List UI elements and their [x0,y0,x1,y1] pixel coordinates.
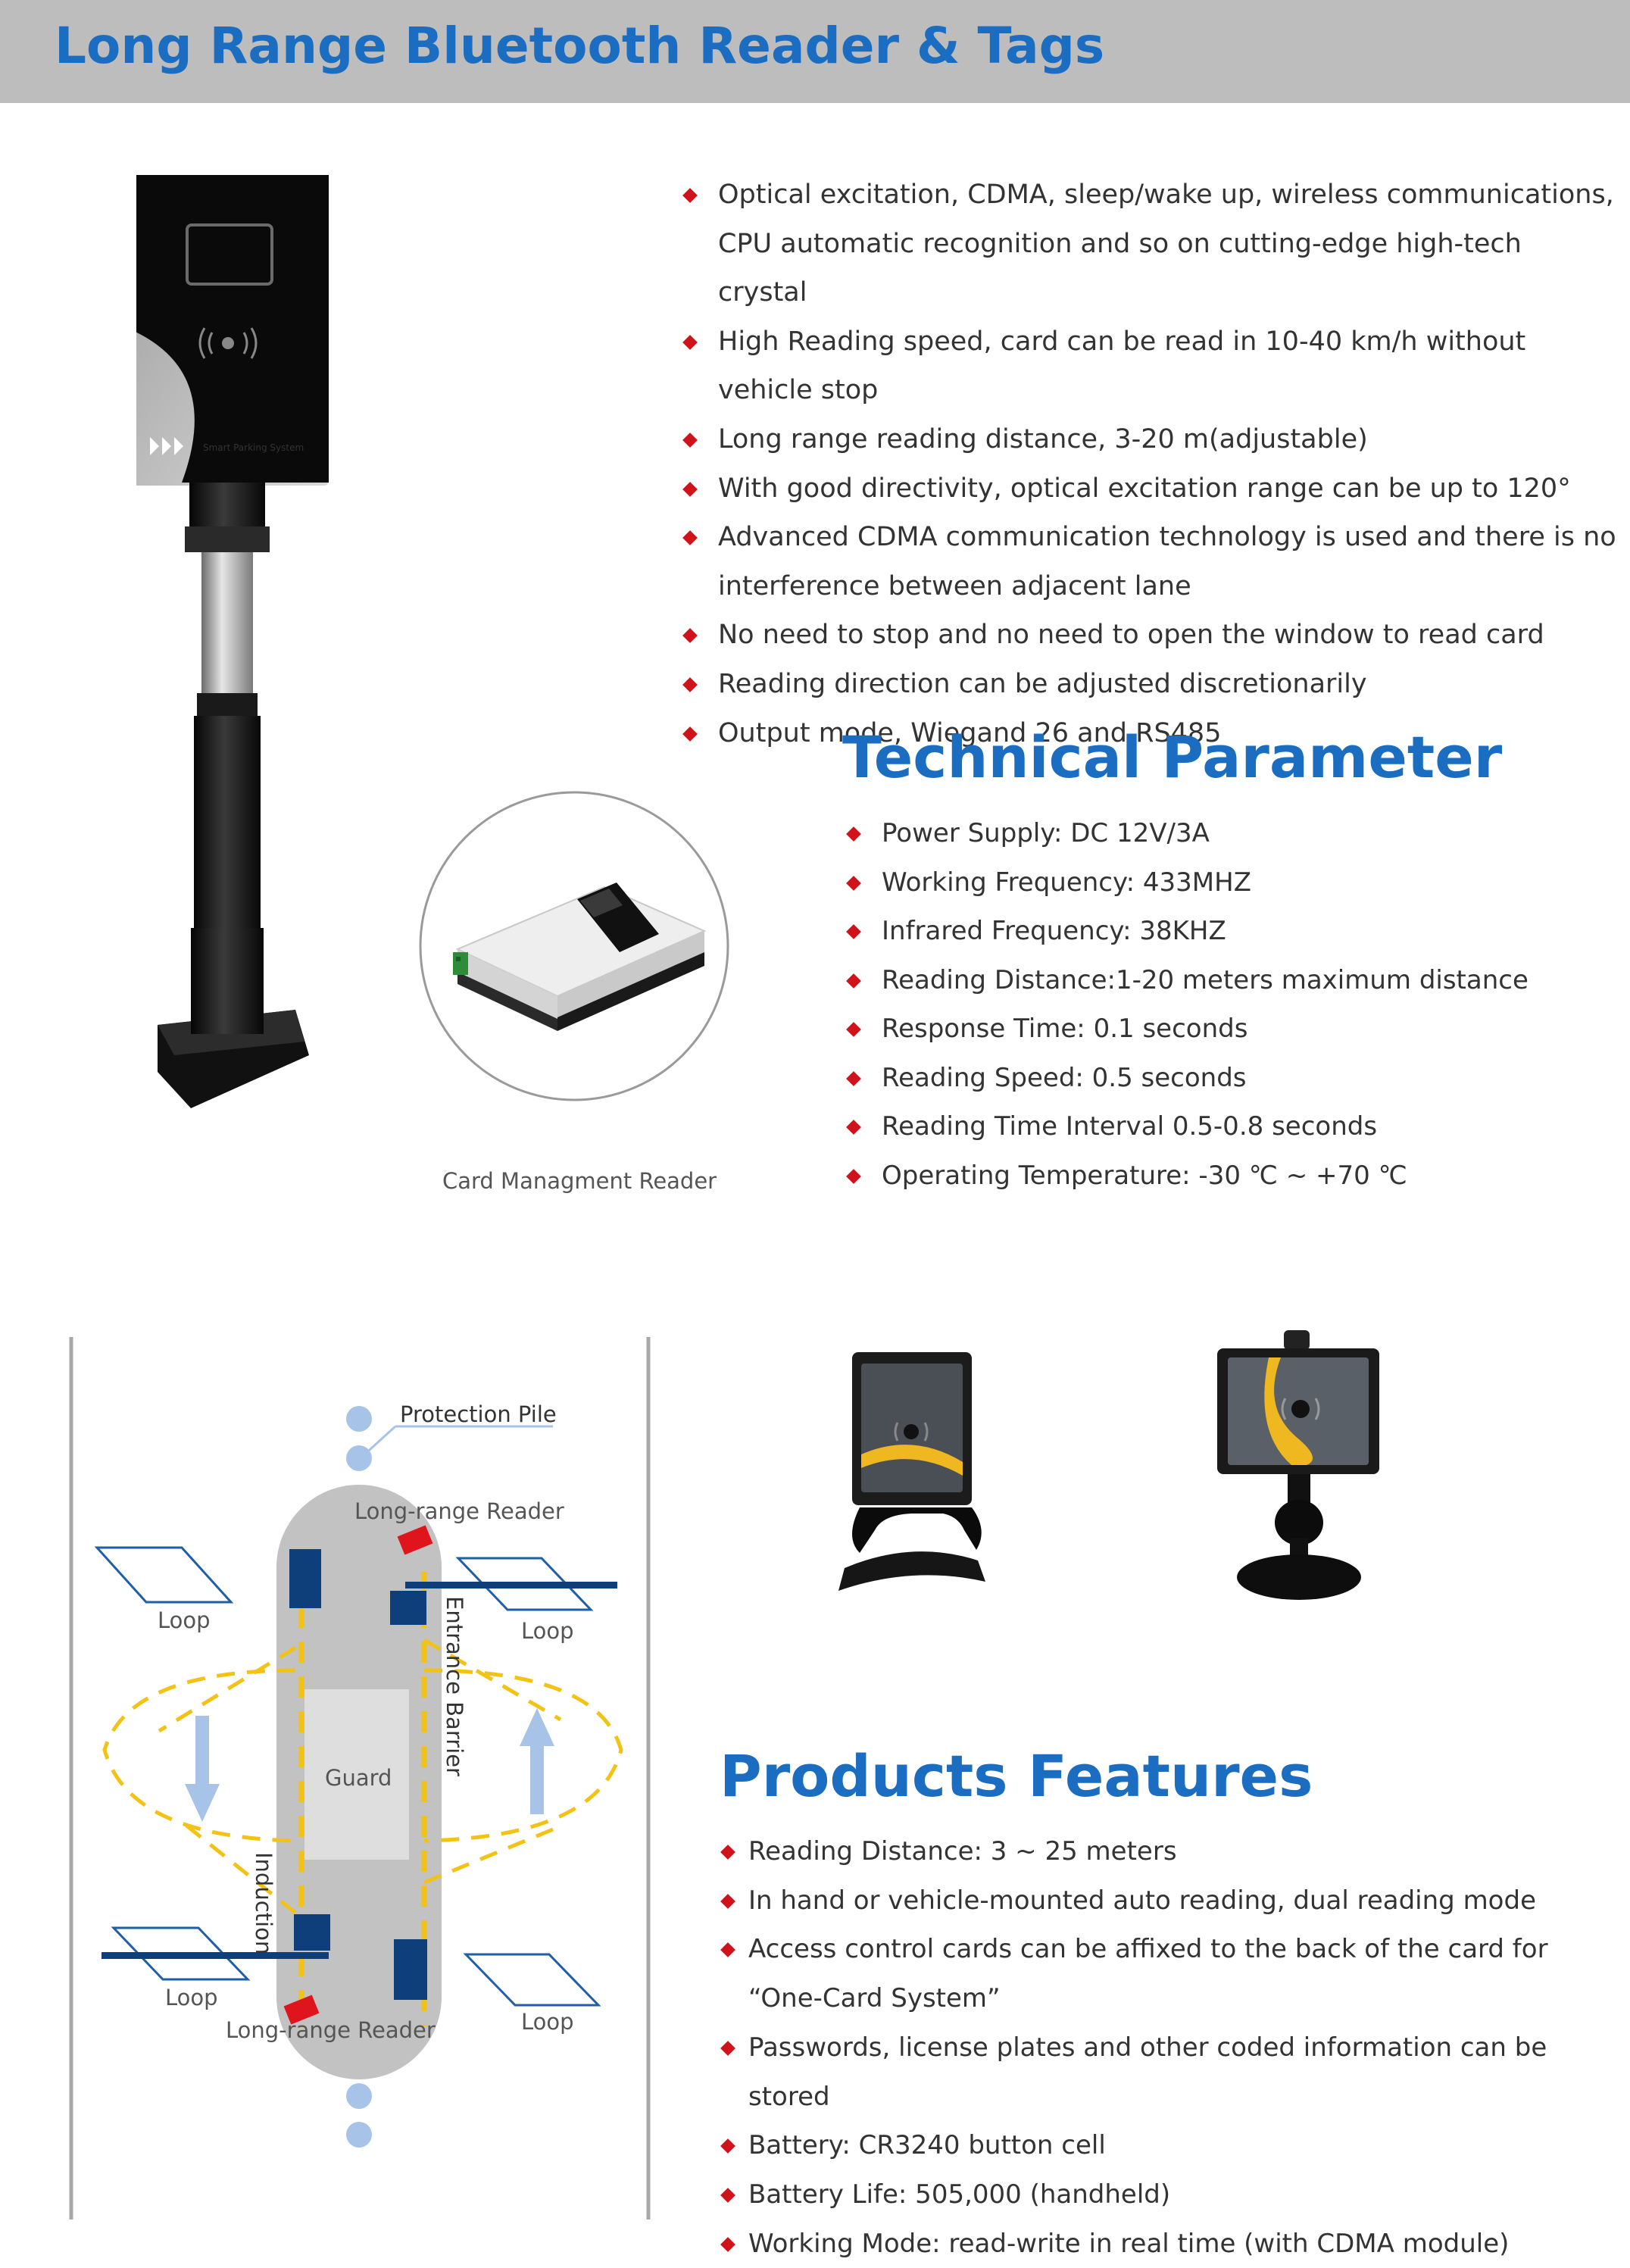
list-item: Operating Temperature: -30 ℃ ~ +70 ℃ [842,1151,1600,1201]
list-item: Reading Time Interval 0.5-0.8 seconds [842,1102,1600,1151]
parking-reader-illustration: Smart Parking System [136,175,329,1108]
page-title: Long Range Bluetooth Reader & Tags [55,17,1105,75]
suction-mount-reader-illustration [1217,1330,1379,1600]
long-range-reader-label: Long-range Reader [226,2017,436,2043]
list-item: Reading Distance: 3 ~ 25 meters [720,1827,1613,1876]
barrier-gate-box [289,1549,321,1608]
list-item: Long range reading distance, 3-20 m(adju… [679,415,1618,464]
list-item: Reading Distance:1-20 meters maximum dis… [842,956,1600,1005]
list-item: Output mode, Wiegand 26 and RS485 [679,709,1618,758]
arrow-up-icon [520,1708,554,1814]
products-features-list: Reading Distance: 3 ~ 25 meters In hand … [720,1827,1613,2268]
list-item: Passwords, license plates and other code… [720,2023,1613,2121]
protection-pile-icon [346,2122,372,2148]
list-item: No need to stop and no need to open the … [679,611,1618,660]
list-item: Battery: CR3240 button cell [720,2121,1613,2170]
loop-top-right [455,1557,594,1611]
induction-label: Induction [251,1852,276,1954]
barrier-gate-box [390,1591,426,1625]
list-item: High Reading speed, card can be read in … [679,317,1618,415]
protection-pile-icon [346,2083,372,2109]
list-item: Advanced CDMA communication technology i… [679,513,1618,611]
barrier-gate-box [394,1939,427,2000]
entrance-barrier-arm [405,1582,617,1589]
exit-barrier-arm [101,1952,329,1959]
guard-label: Guard [325,1765,392,1791]
protection-pile-icon [346,1406,372,1432]
list-item: Reading Speed: 0.5 seconds [842,1054,1600,1103]
list-item: Working Frequency: 433MHZ [842,858,1600,908]
list-item: Access control cards can be affixed to t… [720,1925,1613,2023]
parking-lane-diagram: Protection Pile Guard Loop Loop Loop Loo… [69,1337,651,2220]
arrow-down-icon [185,1716,220,1822]
barrier-gate-box [294,1914,330,1951]
entrance-barrier-label: Entrance Barrier [442,1596,467,1776]
loop-label: Loop [158,1607,211,1633]
list-item: Working Mode: read-write in real time (w… [720,2220,1613,2268]
list-item: Optical excitation, CDMA, sleep/wake up,… [679,170,1618,317]
list-item: Power Supply: DC 12V/3A [842,809,1600,858]
loop-bottom-right [463,1953,601,2007]
device-label: Smart Parking System [203,442,304,453]
list-item: Infrared Frequency: 38KHZ [842,907,1600,956]
guard-booth [304,1689,409,1860]
tech-parameter-list: Power Supply: DC 12V/3A Working Frequenc… [842,809,1600,1200]
card-reader-illustration [419,791,729,1101]
header-bar [0,0,1630,103]
list-item: Response Time: 0.1 seconds [842,1004,1600,1054]
protection-pile-label: Protection Pile [400,1401,557,1427]
loop-label: Loop [521,2009,574,2035]
loop-top-left [94,1546,234,1604]
list-item: In hand or vehicle-mounted auto reading,… [720,1876,1613,1926]
tech-parameter-title: Technical Parameter [842,723,1503,791]
top-feature-list: Optical excitation, CDMA, sleep/wake up,… [679,170,1618,758]
long-range-reader-marker [397,1525,433,1555]
list-item: Battery Life: 505,000 (handheld) [720,2170,1613,2220]
loop-bottom-left [111,1926,251,1981]
products-features-title: Products Features [720,1742,1313,1810]
loop-label: Loop [521,1618,574,1644]
long-range-reader-label: Long-range Reader [354,1498,564,1524]
long-range-reader-marker [283,1995,320,2025]
protection-pile-icon [346,1445,372,1471]
list-item: Reading direction can be adjusted discre… [679,660,1618,709]
desktop-reader-stand-illustration [838,1352,985,1591]
loop-label: Loop [165,1985,218,2010]
list-item: With good directivity, optical excitatio… [679,464,1618,514]
card-reader-caption: Card Managment Reader [442,1168,717,1194]
